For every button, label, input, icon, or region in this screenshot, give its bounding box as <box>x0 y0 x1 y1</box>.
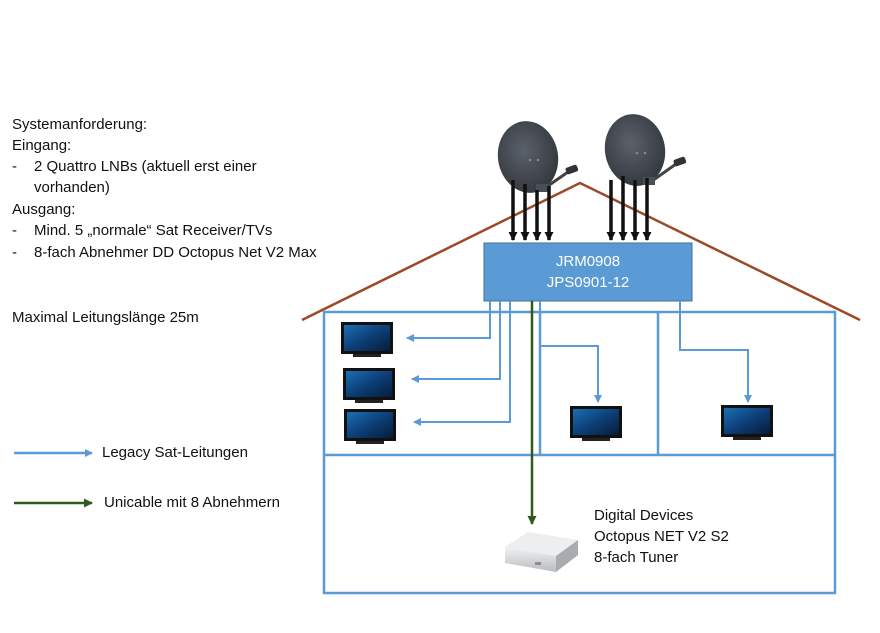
legend-legacy-label: Legacy Sat-Leitungen <box>102 444 248 461</box>
house-outline <box>322 310 837 595</box>
tv-icon <box>721 405 773 440</box>
octopus-model: Octopus NET V2 S2 <box>594 528 729 545</box>
requirements-title: Systemanforderung: <box>12 116 148 133</box>
bullet: - <box>12 158 17 175</box>
legacy-sat-cables <box>406 301 752 426</box>
multiswitch-psu: JPS0901-12 <box>546 274 630 291</box>
output-item-1: -Mind. 5 „normale“ Sat Receiver/TVs <box>12 220 272 241</box>
input-item-1: -2 Quattro LNBs (aktuell erst einer <box>12 156 257 177</box>
input-item-1-cont: vorhanden) <box>12 177 110 198</box>
lnb-cables <box>508 176 652 241</box>
input-heading: Eingang: <box>12 137 72 154</box>
output-heading: Ausgang: <box>12 201 76 218</box>
input-item-text-cont: vorhanden) <box>34 179 110 196</box>
octopus-net-device-icon <box>505 532 578 572</box>
max-cable-length: Maximal Leitungslänge 25m <box>12 309 199 326</box>
output-item-text: Mind. 5 „normale“ Sat Receiver/TVs <box>34 222 273 239</box>
input-item-text: 2 Quattro LNBs (aktuell erst einer <box>34 158 257 175</box>
multiswitch-box <box>483 242 693 302</box>
output-item-2: -8-fach Abnehmer DD Octopus Net V2 Max <box>12 242 317 263</box>
output-item-text: 8-fach Abnehmer DD Octopus Net V2 Max <box>34 244 317 261</box>
satellite-dish-icon <box>604 114 687 186</box>
tv-icon <box>343 368 395 403</box>
legend-unicable-label: Unicable mit 8 Abnehmern <box>104 494 280 511</box>
bullet: - <box>12 244 17 261</box>
tv-icon <box>344 409 396 444</box>
bullet: - <box>12 222 17 239</box>
tv-icon <box>570 406 622 441</box>
tv-icon <box>341 322 393 357</box>
octopus-brand: Digital Devices <box>594 507 694 524</box>
roof <box>301 181 861 322</box>
satellite-dish-icon <box>497 121 579 193</box>
multiswitch-model: JRM0908 <box>555 253 621 270</box>
octopus-tuner: 8-fach Tuner <box>594 549 679 566</box>
